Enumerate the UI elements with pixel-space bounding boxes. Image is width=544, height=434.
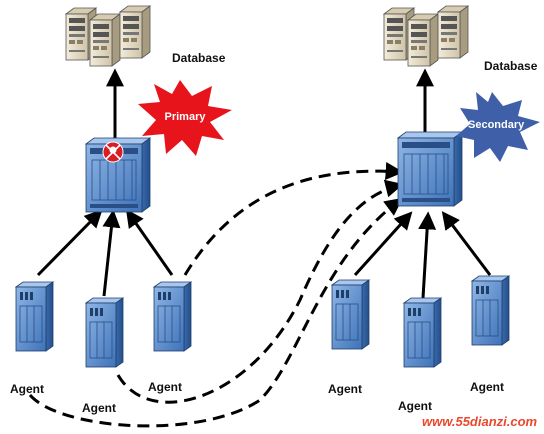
- failure-icon: [102, 141, 124, 163]
- agent-server-icon: [85, 297, 124, 368]
- arrow-agent1-to-primary: [36, 209, 103, 277]
- secondary-badge-label: Secondary: [468, 119, 525, 131]
- failover-path-agent1: [28, 197, 403, 428]
- agent-server-icon: [331, 279, 370, 350]
- secondary-database-icon: [383, 5, 469, 67]
- arrow-agent3-to-primary: [125, 209, 174, 276]
- primary-badge-label: Primary: [164, 111, 206, 123]
- failover-path-agent3: [183, 162, 404, 276]
- agent-server-icon: [153, 281, 192, 352]
- agent-server-icon: [471, 275, 510, 346]
- watermark: www.55dianzi.com: [422, 414, 538, 429]
- secondary-badge-icon: [456, 92, 540, 162]
- arrow-agent6-to-secondary: [441, 211, 492, 276]
- secondary-database-label: Database: [484, 59, 538, 73]
- agent-label: Agent: [470, 380, 504, 394]
- primary-database-label: Database: [172, 51, 226, 65]
- agent-label: Agent: [148, 380, 182, 394]
- secondary-server-icon: [397, 131, 463, 207]
- arrow-agent5-to-secondary: [418, 211, 437, 299]
- primary-arrows: [36, 68, 174, 297]
- arrow-agent2-to-primary: [102, 209, 121, 297]
- agent-label: Agent: [398, 399, 432, 413]
- failover-paths: [28, 162, 404, 428]
- arrow-agent4-to-secondary: [353, 211, 413, 277]
- agent-label: Agent: [328, 382, 362, 396]
- agent-server-icon: [15, 281, 54, 352]
- agent-label: Agent: [10, 382, 44, 396]
- failover-path-agent2: [116, 179, 404, 404]
- primary-badge-icon: [138, 80, 232, 156]
- secondary-arrows: [353, 68, 492, 299]
- agent-label: Agent: [82, 401, 116, 415]
- agent-server-icon: [403, 297, 442, 368]
- primary-database-icon: [65, 5, 151, 67]
